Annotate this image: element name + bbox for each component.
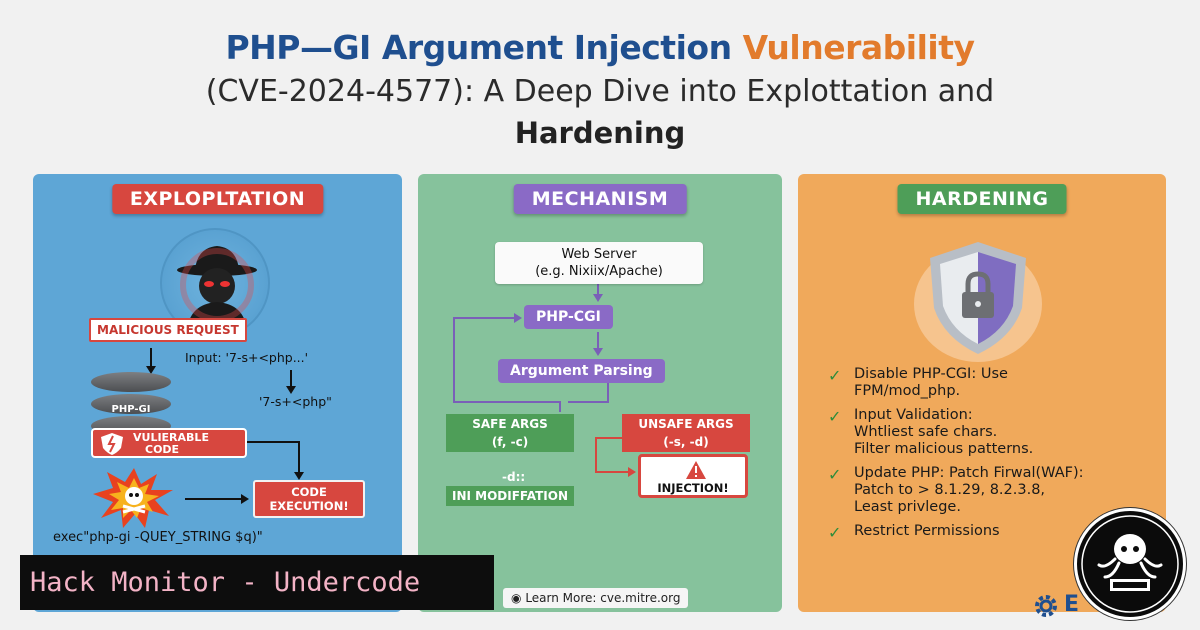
- malicious-request-label: MALICIOUS REQUEST: [89, 318, 247, 342]
- vulnerable-code-box: VULIERABLE CODE: [91, 428, 247, 458]
- exploitation-panel: EXPLOPLTATION MALICIOUS REQUEST Input: '…: [33, 174, 402, 612]
- web-server-title: Web Server: [561, 247, 637, 262]
- injection-label: INJECTION!: [657, 481, 729, 495]
- unsafe-args-label: UNSAFE ARGS: [622, 414, 750, 434]
- check-icon: ✓: [828, 366, 842, 385]
- check-icon: ✓: [828, 407, 842, 426]
- database-label: PHP-GI: [111, 404, 151, 415]
- code-execution-box: CODE EXECUTION!: [253, 480, 365, 518]
- mechanism-panel: MECHANISM Web Server (e.g. Nixiix/Apache…: [418, 174, 782, 612]
- code-execution-line1: CODE: [291, 485, 327, 499]
- hardening-item: ✓ Update PHP: Patch Firwal(WAF): Patch t…: [828, 465, 1084, 515]
- web-server-subtitle: (e.g. Nixiix/Apache): [535, 264, 663, 279]
- injection-box: INJECTION!: [638, 454, 748, 498]
- title-part-blue: PHP—GI Argument Injection: [225, 28, 732, 67]
- page-title: PHP—GI Argument Injection Vulnerability …: [0, 26, 1200, 152]
- hack-monitor-banner: Hack Monitor - Undercode: [20, 555, 494, 610]
- mechanism-header: MECHANISM: [513, 184, 687, 214]
- hardening-header: HARDENING: [897, 184, 1067, 214]
- gear-icon: [1035, 595, 1057, 617]
- title-part-orange: Vulnerability: [742, 28, 975, 67]
- argument-parsing-box: Argument Parsing: [498, 359, 665, 383]
- broken-shield-icon: [101, 433, 123, 455]
- safe-args-label: SAFE ARGS: [446, 414, 574, 434]
- warning-icon: [686, 461, 706, 479]
- input-text: Input: '7-s+<php...': [185, 350, 309, 365]
- hardening-list: ✓ Disable PHP-CGI: Use FPM/mod_php. ✓ In…: [826, 366, 1166, 547]
- exploitation-arrows: [146, 348, 304, 504]
- exploitation-header: EXPLOPLTATION: [111, 184, 324, 214]
- exec-command-text: exec"php-gi -QUEY_STRING $q)": [53, 530, 263, 545]
- web-server-box: Web Server (e.g. Nixiix/Apache): [495, 242, 703, 284]
- php-cgi-box: PHP-CGI: [524, 305, 613, 329]
- safe-args-values: (f, -c): [446, 432, 574, 452]
- vulnerable-code-line1: VULIERABLE: [133, 431, 209, 444]
- undercode-octopus-logo: [1074, 508, 1186, 620]
- hardening-item: ✓ Disable PHP-CGI: Use FPM/mod_php.: [828, 366, 1008, 399]
- mechanism-arrows: [453, 280, 636, 477]
- d-flag-label: -d::: [502, 470, 526, 484]
- ini-modification-label: INI MODIFFATION: [446, 486, 574, 506]
- hardening-item: ✓ Restrict Permissions: [828, 523, 1000, 542]
- learn-more-text: Learn More: cve.mitre.org: [525, 591, 681, 605]
- title-line-1: PHP—GI Argument Injection Vulnerability: [0, 26, 1200, 70]
- hardening-item: ✓ Input Validation: Whtliest safe chars.…: [828, 407, 1034, 457]
- unsafe-args-values: (-s, -d): [622, 432, 750, 452]
- php-payload-text: '7-s+<php": [259, 394, 332, 409]
- brand-text: E: [1064, 592, 1080, 617]
- learn-more-link[interactable]: ◉ Learn More: cve.mitre.org: [503, 588, 689, 608]
- title-line-2: (CVE-2024-4577): A Deep Dive into Explot…: [205, 74, 995, 109]
- title-line-3: Hardening: [514, 116, 686, 150]
- check-icon: ✓: [828, 465, 842, 484]
- check-icon: ✓: [828, 523, 842, 542]
- globe-icon: ◉: [511, 591, 522, 605]
- code-execution-line2: EXECUTION!: [269, 499, 349, 513]
- explosion-skull-icon: [89, 466, 179, 530]
- vulnerable-code-line2: CODE: [145, 443, 180, 456]
- shield-lock-icon: [908, 234, 1048, 364]
